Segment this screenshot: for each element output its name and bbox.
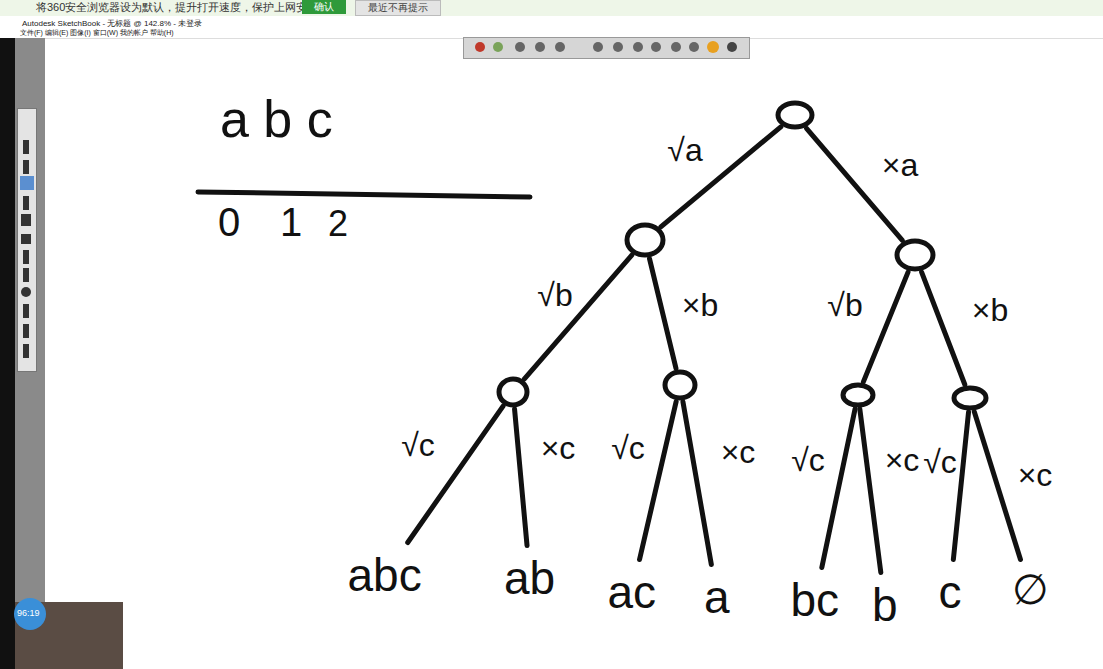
circle-stroke bbox=[897, 241, 933, 269]
toolbar bbox=[463, 37, 750, 59]
label-text: 确认 bbox=[302, 0, 346, 14]
subset-leaf: ac bbox=[605, 566, 660, 619]
node-text: ab bbox=[504, 553, 556, 604]
subset-leaf: b bbox=[869, 579, 901, 632]
tree-circle bbox=[663, 370, 697, 400]
subset-leaf: ab bbox=[501, 552, 559, 605]
label-text: 文件(F) 编辑(E) 图像(I) 窗口(W) 我的帐户 帮助(H) bbox=[20, 29, 174, 37]
branch-label: ×b bbox=[680, 287, 720, 323]
tree-branch bbox=[649, 259, 675, 369]
branch-label: ×c bbox=[1016, 457, 1055, 493]
subset-leaf: abc bbox=[345, 549, 426, 602]
tree-branch bbox=[640, 402, 677, 560]
underline bbox=[198, 192, 530, 197]
circle-outline bbox=[625, 223, 665, 257]
circle-outline bbox=[895, 239, 935, 271]
tree-branch bbox=[683, 402, 711, 565]
circle-stroke bbox=[954, 388, 986, 408]
tree-branch bbox=[953, 412, 968, 560]
tree-branch bbox=[922, 272, 965, 384]
toolbar-icons bbox=[475, 41, 737, 53]
tree-circle bbox=[841, 383, 875, 407]
circle-stroke bbox=[843, 385, 873, 405]
circle-outline bbox=[776, 101, 814, 129]
label-text: Autodesk SketchBook - 无标题 @ 142.8% - 未登录 bbox=[22, 19, 202, 29]
branch-label: √b bbox=[535, 277, 574, 313]
tree-circle bbox=[497, 377, 529, 407]
circle-outline bbox=[663, 370, 697, 400]
branch-label: √c bbox=[609, 430, 647, 466]
tree-branch bbox=[661, 127, 781, 227]
palette-tools bbox=[20, 140, 34, 358]
branch-label: √b bbox=[825, 287, 864, 323]
tree-branch bbox=[822, 409, 855, 568]
label-text: 1 bbox=[280, 198, 302, 246]
branch-label: ×c bbox=[719, 434, 758, 470]
tree-circle bbox=[952, 386, 988, 410]
branch-label: √c bbox=[789, 442, 827, 478]
subset-leaf: a bbox=[701, 571, 733, 624]
label-text: a b c bbox=[220, 88, 333, 150]
tree-branch bbox=[515, 409, 527, 546]
label-text: 2 bbox=[328, 202, 348, 245]
left-edge bbox=[0, 38, 15, 669]
node-text: ∅ bbox=[1012, 567, 1049, 613]
subset-leaf: c bbox=[936, 566, 965, 619]
tree-circle bbox=[895, 239, 935, 271]
branch-label: √c bbox=[921, 444, 959, 480]
node-text: b bbox=[872, 580, 898, 631]
label-text: 0 bbox=[218, 198, 240, 246]
tree-branch bbox=[974, 412, 1020, 560]
branch-label: √a bbox=[665, 132, 704, 168]
tree-branch bbox=[863, 272, 908, 382]
node-text: abc bbox=[348, 550, 423, 601]
branch-label: ×a bbox=[880, 147, 920, 183]
branch-label: ×c bbox=[883, 442, 922, 478]
circle-stroke bbox=[627, 225, 663, 255]
tree-branch bbox=[860, 409, 881, 573]
circle-stroke bbox=[778, 103, 812, 127]
tree-circle bbox=[625, 223, 665, 257]
node-text: a bbox=[704, 572, 730, 623]
circle-outline bbox=[497, 377, 529, 407]
branch-label: ×b bbox=[970, 292, 1010, 328]
branch-label: √c bbox=[399, 427, 437, 463]
circle-outline bbox=[952, 386, 988, 410]
circle-stroke bbox=[499, 379, 527, 405]
tree-circle bbox=[776, 101, 814, 129]
label-text: 96:19 bbox=[17, 608, 40, 619]
tree-branch bbox=[806, 128, 902, 240]
node-text: ac bbox=[608, 567, 657, 618]
branch-label: ×c bbox=[539, 430, 578, 466]
tree-branch bbox=[524, 255, 631, 379]
label-text: 最近不再提示 bbox=[355, 0, 441, 16]
node-text: bc bbox=[791, 575, 840, 626]
label-text: 将360安全浏览器设为默认，提升打开速度，保护上网安全 bbox=[36, 1, 318, 14]
subset-leaf: bc bbox=[788, 574, 843, 627]
subset-leaf: ∅ bbox=[1009, 566, 1052, 615]
circle-outline bbox=[841, 383, 875, 407]
circle-stroke bbox=[665, 372, 695, 398]
node-text: c bbox=[939, 567, 962, 618]
